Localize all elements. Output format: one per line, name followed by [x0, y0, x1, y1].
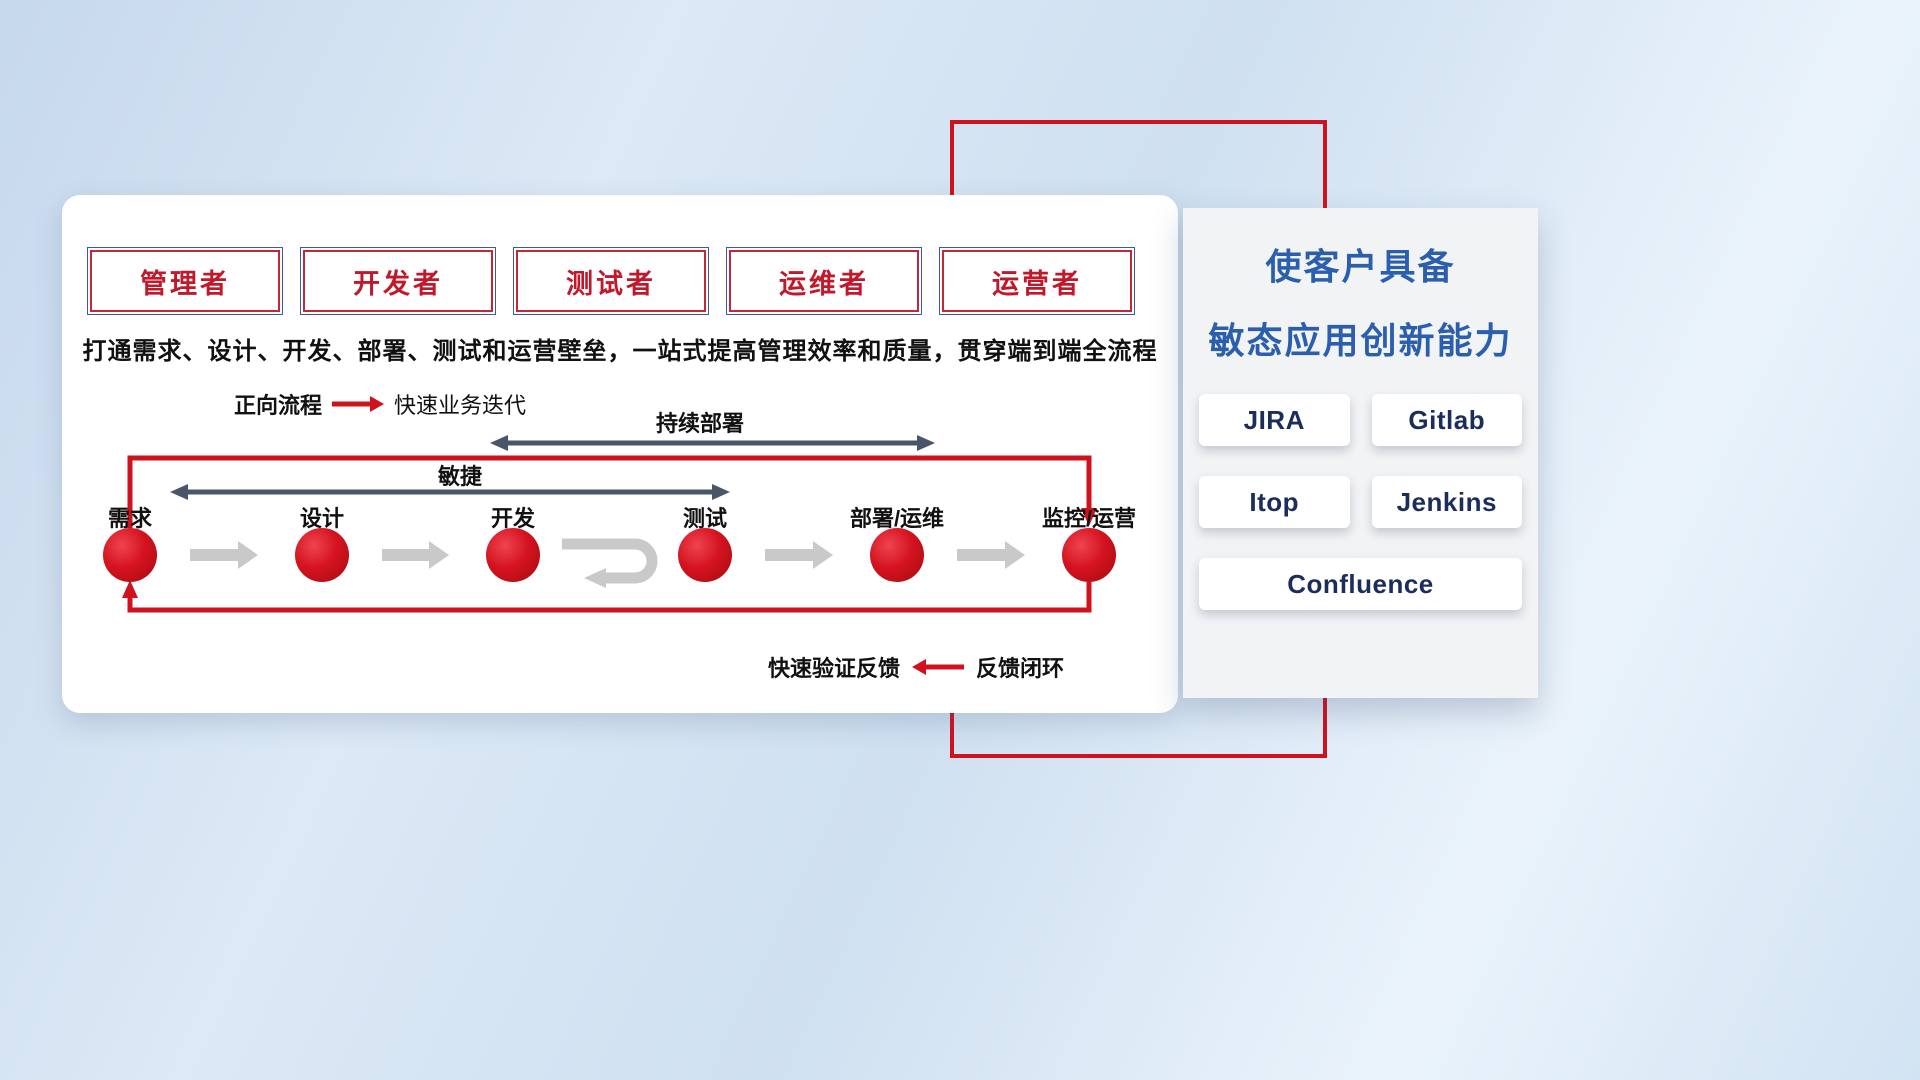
- tool-confluence: Confluence: [1199, 558, 1522, 610]
- description-text: 打通需求、设计、开发、部署、测试和运营壁垒，一站式提高管理效率和质量，贯穿端到端…: [82, 338, 1158, 365]
- iteration-arrow-icon: [562, 538, 658, 588]
- flow-node-circle-deploy-ops: [870, 528, 924, 582]
- role-label-operator: 运营者: [992, 268, 1082, 299]
- node-label-design: 设计: [300, 506, 344, 531]
- role-box-manager: 管理者: [87, 247, 283, 315]
- legend-forward: 正向流程 快速业务迭代: [234, 388, 526, 420]
- role-box-operator: 运营者: [939, 247, 1135, 315]
- legend-feedback-label: 快速验证反馈: [768, 656, 901, 681]
- role-box-tester: 测试者: [513, 247, 709, 315]
- node-label-deploy-ops: 部署/运维: [850, 506, 944, 531]
- tool-jenkins: Jenkins: [1371, 476, 1522, 528]
- node-label-requirements: 需求: [108, 506, 152, 531]
- role-label-ops: 运维者: [779, 268, 869, 299]
- agile-label: 敏捷: [437, 464, 483, 489]
- role-label-developer: 开发者: [353, 268, 443, 299]
- forward-flow-line: [127, 455, 1092, 528]
- tool-itop: Itop: [1199, 476, 1350, 528]
- feedback-arrow-icon: [912, 659, 965, 675]
- flow-node-circle-test: [678, 528, 732, 582]
- tool-jira: JIRA: [1199, 394, 1350, 446]
- flow-node-circle-requirements: [103, 528, 157, 582]
- flow-node-circle-design: [295, 528, 349, 582]
- panel-title: 使客户具备 敏态应用创新能力: [1183, 208, 1538, 378]
- panel-title-line2: 敏态应用创新能力: [1208, 320, 1513, 361]
- role-box-developer: 开发者: [300, 247, 496, 315]
- node-label-develop: 开发: [491, 506, 536, 531]
- flow-step-arrow: [382, 541, 449, 569]
- tools-panel: 使客户具备 敏态应用创新能力 JIRA Gitlab Itop Jenkins …: [1183, 208, 1538, 698]
- flow-step-arrow: [957, 541, 1025, 569]
- flow-diagram: 持续部署 敏捷 需求 设计 开发 测试 部署: [103, 411, 1136, 613]
- tools-grid: JIRA Gitlab Itop Jenkins Confluence: [1183, 394, 1538, 610]
- legend-feedback-value: 反馈闭环: [976, 656, 1065, 681]
- roles-row: 管理者 开发者 测试者 运维者 运营者: [87, 247, 1135, 315]
- forward-arrow-icon: [332, 396, 385, 412]
- node-label-monitor-ops: 监控/运营: [1042, 506, 1136, 531]
- role-label-manager: 管理者: [140, 268, 230, 299]
- flow-node-circle-monitor-ops: [1062, 528, 1116, 582]
- tool-gitlab: Gitlab: [1371, 394, 1522, 446]
- continuous-deploy-span-arrow: 持续部署: [490, 411, 935, 451]
- forward-flow-arrowhead: [1081, 508, 1097, 526]
- continuous-deploy-label: 持续部署: [656, 411, 744, 436]
- devops-flow-card: 管理者 开发者 测试者 运维者 运营者 打通需求、设计、开发、部署、测试和运营壁…: [62, 195, 1178, 713]
- role-label-tester: 测试者: [566, 268, 656, 299]
- panel-title-line1: 使客户具备: [1265, 246, 1456, 287]
- feedback-loop-line: [127, 582, 1092, 613]
- legend-forward-label: 正向流程: [234, 393, 323, 418]
- flow-step-arrow: [190, 541, 258, 569]
- agile-span-arrow: 敏捷: [170, 464, 730, 500]
- flow-node-circle-develop: [486, 528, 540, 582]
- node-label-test: 测试: [683, 506, 727, 531]
- role-box-ops: 运维者: [726, 247, 922, 315]
- legend-feedback: 快速验证反馈 反馈闭环: [768, 651, 1064, 683]
- flow-step-arrow: [765, 541, 833, 569]
- feedback-loop-arrowhead: [122, 580, 138, 598]
- legend-forward-value: 快速业务迭代: [394, 393, 527, 418]
